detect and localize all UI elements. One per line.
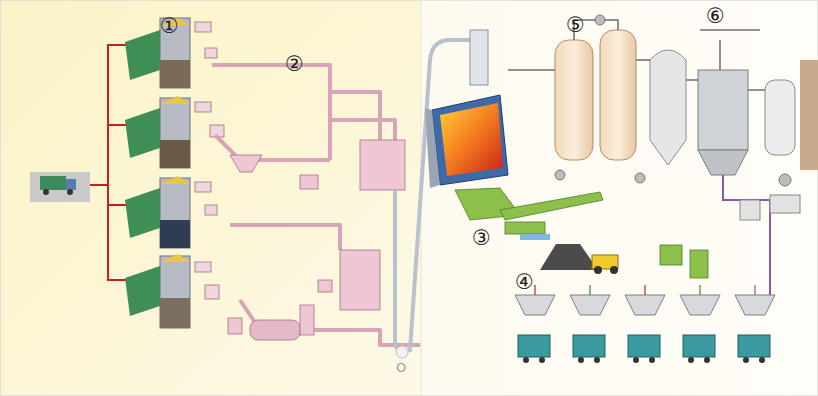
page-mark: O [396,361,406,374]
callout-number: ① [160,16,179,37]
callout-number: ⑤ [566,15,585,36]
callout-number: ② [285,54,304,75]
callout-number: ⑥ [706,6,725,27]
callout-number: ③ [472,228,491,249]
callout-number: ④ [515,272,534,293]
